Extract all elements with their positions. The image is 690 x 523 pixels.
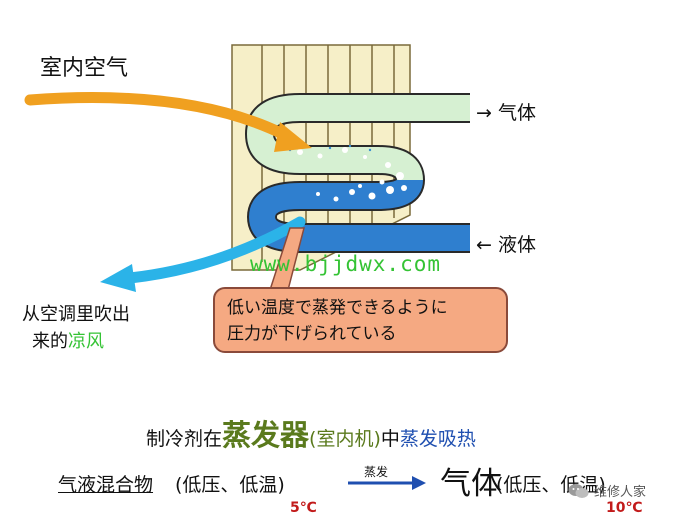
cool-air-arrow — [124, 216, 306, 284]
evaporation-arrow-label: 蒸发 — [364, 465, 389, 479]
gas-result-label: 气体 — [440, 466, 502, 502]
summary-middle: 中 — [380, 428, 400, 450]
mixture-label: 气液混合物 — [58, 474, 154, 496]
note-line-2: 圧力が下げられている — [227, 324, 397, 344]
summary-prefix: 制冷剂在 — [146, 428, 223, 450]
temperature-inlet: 5℃ — [290, 500, 317, 516]
liquid-in-label: ← 液体 — [476, 234, 536, 256]
summary-evaporator: 蒸发器 — [222, 418, 310, 452]
watermark-url: www.bjjdwx.com — [250, 252, 442, 276]
cool-air-label-highlight: 凉风 — [68, 331, 104, 352]
cool-air-label-prefix: 来的 — [32, 331, 68, 352]
evaporation-bubbles — [297, 147, 407, 202]
summary-line: 制冷剂在蒸发器(室内机)中蒸发吸热 — [146, 412, 476, 454]
mixture-condition: (低压、低温) — [175, 474, 285, 496]
pressure-note-box: 低い温度で蒸発できるように 圧力が下げられている — [213, 287, 508, 353]
note-line-1: 低い温度で蒸発できるように — [227, 298, 448, 318]
cool-air-label-line2: 来的凉风 — [32, 327, 104, 353]
temperature-outlet: 10℃ — [606, 500, 643, 516]
indoor-air-arrow — [24, 92, 291, 141]
wechat-watermark: 维修人家 — [568, 481, 646, 500]
summary-unit: (室内机) — [309, 428, 381, 450]
wechat-icon — [568, 483, 589, 498]
cool-air-label-line1: 从空调里吹出 — [22, 304, 130, 325]
wechat-watermark-text: 维修人家 — [594, 485, 647, 500]
indoor-air-label: 室内空气 — [40, 56, 129, 81]
gas-out-label: → 气体 — [476, 102, 536, 124]
summary-result: 蒸发吸热 — [399, 428, 476, 450]
